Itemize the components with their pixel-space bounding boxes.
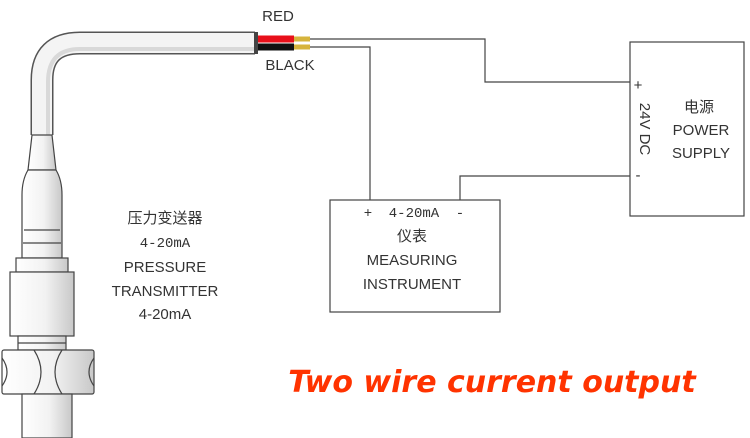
instrument-name-line2: INSTRUMENT [363, 276, 461, 293]
black-wire-label: BLACK [265, 57, 314, 74]
pressure-transmitter [1, 134, 95, 438]
transmitter-range: 4-20mA [139, 306, 192, 323]
diagram-title: Two wire current output [288, 365, 697, 400]
transmitter-range-mono: 4-20mA [140, 236, 191, 252]
power-supply-box [629, 41, 745, 217]
connection-lines [310, 38, 630, 200]
transmitter-label: 压力变送器 4-20mA PRESSURE TRANSMITTER 4-20mA [112, 210, 219, 323]
red-wire-line [310, 38, 630, 83]
power-name-line2: SUPPLY [672, 145, 730, 162]
transmitter-name-line1: PRESSURE [124, 259, 207, 276]
black-wire [258, 43, 310, 51]
power-zh-label: 电源 [684, 99, 714, 116]
red-wire [258, 35, 310, 43]
measuring-instrument-box [329, 199, 501, 313]
red-wire-label: RED [262, 8, 294, 25]
black-wire-core [294, 44, 310, 50]
power-minus-terminal: - [636, 167, 641, 184]
black-wire-line [310, 46, 371, 200]
power-supply-label: + 24V DC - 电源 POWER SUPPLY [634, 77, 730, 184]
instrument-plus-terminal: + [364, 206, 372, 222]
red-wire-core [294, 36, 310, 42]
red-wire-insulation [258, 35, 294, 43]
power-voltage: 24V DC [636, 103, 653, 156]
black-wire-insulation [258, 43, 294, 51]
instrument-minus-terminal: - [456, 206, 464, 222]
transmitter-zh-label: 压力变送器 [127, 210, 202, 227]
instrument-label: + 4-20mA - 仪表 MEASURING INSTRUMENT [363, 206, 464, 293]
return-wire-line [459, 175, 630, 200]
transmitter-name-line2: TRANSMITTER [112, 283, 219, 300]
instrument-name-line1: MEASURING [367, 252, 458, 269]
instrument-zh-label: 仪表 [397, 228, 427, 245]
cable [30, 31, 258, 135]
power-plus-terminal: + [634, 77, 643, 94]
instrument-range: 4-20mA [389, 206, 440, 222]
power-name-line1: POWER [673, 122, 730, 139]
